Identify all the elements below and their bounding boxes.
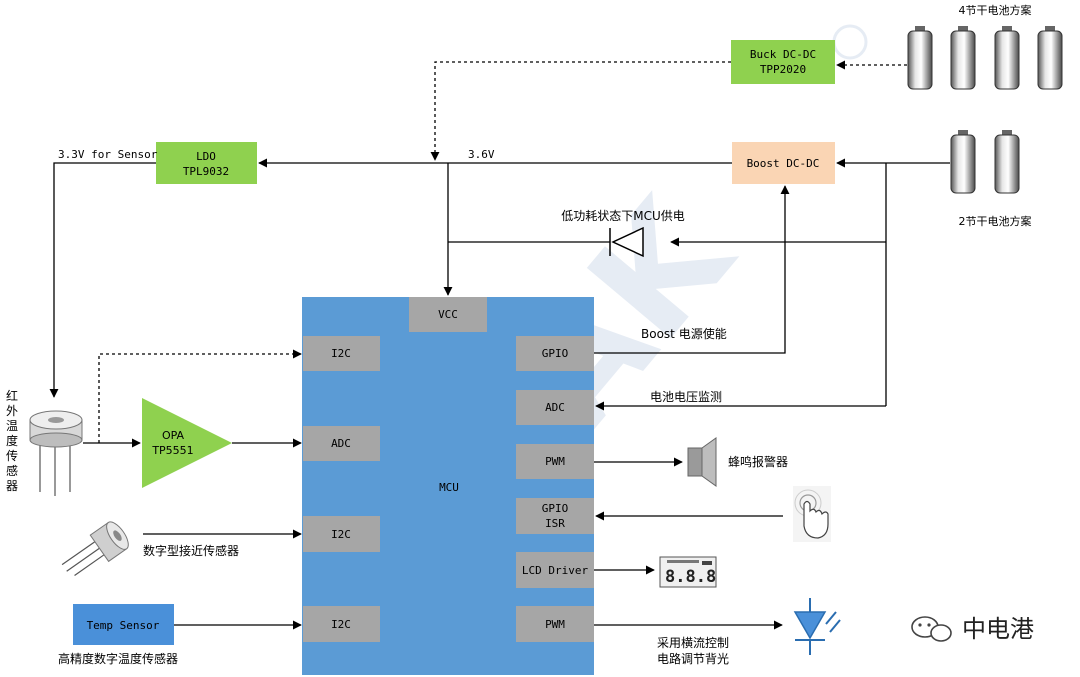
vcc-label: VCC — [438, 308, 458, 321]
svg-text:器: 器 — [6, 479, 18, 493]
boost-label: Boost DC-DC — [747, 157, 820, 170]
boost-dcdc-block — [732, 142, 835, 184]
svg-text:传: 传 — [6, 448, 18, 463]
temp-sensor-block — [73, 604, 174, 645]
brand-name: 中电港 — [962, 615, 1034, 643]
watermark-registered-icon — [832, 24, 868, 60]
battery-2-label: 2节干电池方案 — [959, 214, 1032, 228]
port-i2c-3-label: I2C — [331, 618, 351, 631]
svg-text:度: 度 — [6, 433, 18, 448]
touch-icon — [793, 486, 831, 542]
wechat-icon — [911, 616, 952, 642]
backlight-label-1: 采用横流控制 — [657, 636, 729, 650]
ldo-label: LDO — [196, 150, 216, 163]
proximity-sensor-icon — [61, 521, 129, 576]
boost-enable-label: Boost 电源使能 — [641, 326, 727, 341]
port-adc-right-label: ADC — [545, 401, 565, 414]
svg-text:温: 温 — [6, 419, 18, 433]
vcc-port — [409, 297, 487, 332]
port-adc-right — [516, 390, 594, 425]
port-gpio-label: GPIO — [542, 347, 569, 360]
port-adc-left — [303, 426, 380, 461]
battery-4-label: 4节干电池方案 — [959, 3, 1032, 17]
wire-ldo-ir-sensor — [49, 162, 156, 398]
port-adc-left-label: ADC — [331, 437, 351, 450]
ir-sensor-icon — [29, 410, 83, 496]
port-i2c-3 — [303, 606, 380, 642]
port-gpio-isr — [516, 498, 594, 534]
port-i2c-2 — [303, 516, 380, 552]
mcu-label: MCU — [439, 481, 459, 494]
buck-label: Buck DC-DC — [750, 48, 816, 61]
svg-text:8.8.8: 8.8.8 — [665, 567, 716, 587]
ldo-part-label: TPL9032 — [183, 165, 229, 178]
diode-icon — [609, 226, 644, 258]
svg-text:外: 外 — [6, 404, 18, 418]
battery-monitor-label: 电池电压监测 — [650, 390, 722, 404]
port-gpio — [516, 336, 594, 371]
buck-part-label: TPP2020 — [760, 63, 806, 76]
wire-boost-enable — [594, 185, 790, 354]
opa-part-label: TP5551 — [151, 444, 193, 457]
opa-amplifier — [142, 398, 232, 488]
port-i2c-2-label: I2C — [331, 528, 351, 541]
brand-logo: 中电港 — [911, 615, 1034, 643]
battery-2-icon — [950, 130, 1020, 194]
buzzer-icon — [687, 437, 717, 487]
port-pwm-2 — [516, 606, 594, 642]
ir-sensor-label: 红 外 温 度 传 感 器 — [6, 388, 18, 493]
buck-dcdc-block — [731, 40, 835, 84]
low-power-label: 低功耗状态下MCU供电 — [561, 209, 685, 223]
port-gpio-isr-label-1: GPIO — [542, 502, 569, 515]
backlight-label-2: 电路调节背光 — [657, 651, 729, 666]
sensor-supply-label: 3.3V for Sensor — [58, 148, 158, 161]
led-icon — [793, 598, 841, 655]
port-i2c-1 — [303, 336, 380, 371]
port-i2c-1-label: I2C — [331, 347, 351, 360]
proximity-label: 数字型接近传感器 — [143, 543, 239, 558]
battery-4-icon — [907, 26, 1063, 90]
lcd-display-icon: 8.8.8 — [659, 556, 717, 588]
svg-text:红: 红 — [6, 388, 18, 403]
buzzer-label: 蜂鸣报警器 — [728, 454, 788, 469]
wire-ir-i2c — [98, 349, 302, 443]
port-pwm-2-label: PWM — [545, 618, 565, 631]
temp-sensor-label: Temp Sensor — [87, 619, 160, 632]
port-pwm-1-label: PWM — [545, 455, 565, 468]
svg-text:感: 感 — [6, 463, 18, 478]
temp-sensor-desc: 高精度数字温度传感器 — [58, 651, 178, 666]
port-gpio-isr-label-2: ISR — [545, 517, 565, 530]
rail-voltage-label: 3.6V — [468, 148, 495, 161]
port-lcd-driver — [516, 552, 594, 588]
ldo-block — [156, 142, 257, 184]
opa-label: OPA — [162, 429, 185, 442]
port-lcd-driver-label: LCD Driver — [522, 564, 589, 577]
port-pwm-1 — [516, 444, 594, 479]
wire-buck-rail — [430, 61, 731, 161]
